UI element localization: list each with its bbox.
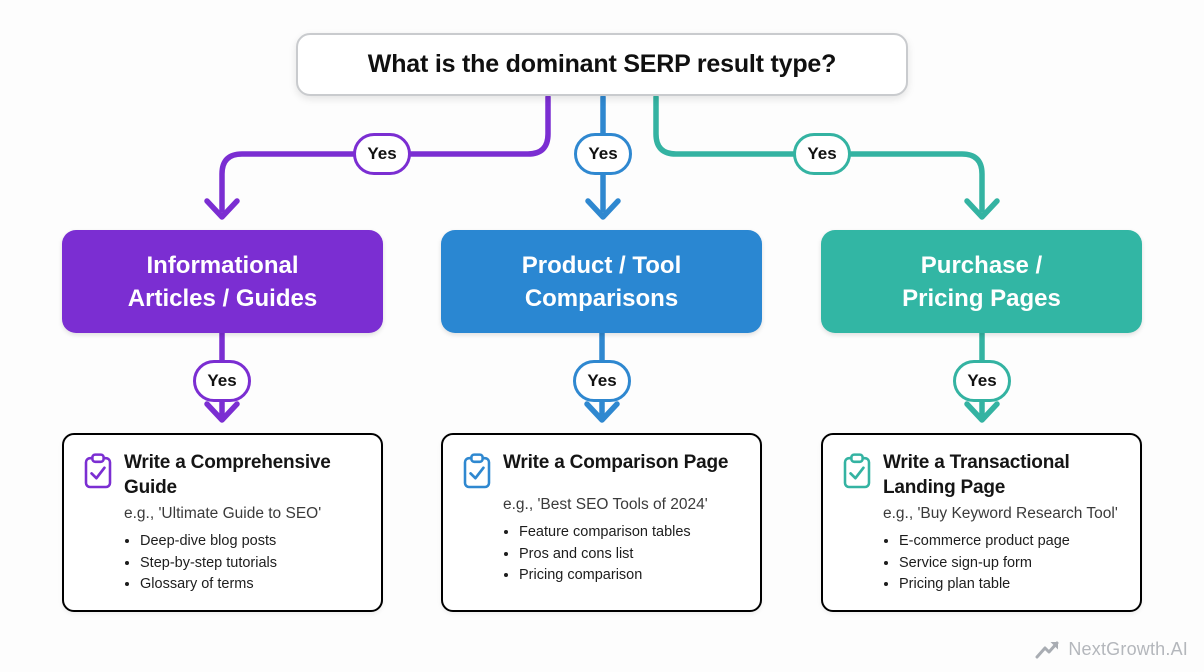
arrowhead-teal-top (964, 198, 1000, 220)
question-text: What is the dominant SERP result type? (367, 50, 837, 78)
card-transactional-landing: Write a Transactional Landing Page e.g.,… (821, 433, 1142, 612)
arrowhead-purple-top (204, 198, 240, 220)
card-bullet: Pricing plan table (899, 574, 1122, 596)
card-comprehensive-guide: Write a Comprehensive Guide e.g., 'Ultim… (62, 433, 383, 612)
yes-pill-blue-top: Yes (574, 133, 632, 175)
card-bullet: Pricing comparison (519, 565, 742, 587)
yes-pill-blue-bottom: Yes (573, 360, 631, 402)
yes-pill-purple-bottom: Yes (193, 360, 251, 402)
category-line: Comparisons (524, 284, 679, 312)
yes-label: Yes (587, 371, 617, 390)
clipboard-check-icon (463, 453, 491, 489)
clipboard-check-icon (843, 453, 871, 489)
yes-pill-teal-bottom: Yes (953, 360, 1011, 402)
card-example: e.g., 'Ultimate Guide to SEO' (124, 505, 322, 522)
card-title: Write a Comprehensive Guide (124, 452, 331, 498)
yes-label: Yes (367, 144, 397, 163)
card-title: Write a Transactional Landing Page (883, 452, 1070, 498)
yes-label: Yes (207, 371, 237, 390)
card-bullet-list: Deep-dive blog posts Step-by-step tutori… (124, 531, 363, 596)
yes-pill-teal-top: Yes (793, 133, 851, 175)
category-comparisons: Product / Tool Comparisons (441, 230, 762, 333)
card-bullet: Glossary of terms (140, 574, 363, 596)
card-example: e.g., 'Buy Keyword Research Tool' (883, 505, 1118, 522)
card-comparison-page: Write a Comparison Page e.g., 'Best SEO … (441, 433, 762, 612)
card-bullet: Pros and cons list (519, 544, 742, 566)
category-line: Informational (146, 251, 299, 279)
yes-label: Yes (967, 371, 997, 390)
card-bullet: Service sign-up form (899, 553, 1122, 575)
category-informational: Informational Articles / Guides (62, 230, 383, 333)
card-bullet: Deep-dive blog posts (140, 531, 363, 553)
trending-up-icon (1035, 641, 1059, 658)
footer-brand-text: NextGrowth.AI (1068, 639, 1188, 659)
card-header: Write a Comprehensive Guide (82, 450, 363, 500)
arrowhead-purple-bottom (204, 401, 240, 423)
category-line: Articles / Guides (127, 284, 318, 312)
arrowhead-teal-bottom (964, 401, 1000, 423)
category-line: Purchase / (920, 251, 1043, 279)
card-title: Write a Comparison Page (503, 452, 729, 473)
footer-brand: NextGrowth.AI (1035, 639, 1188, 660)
card-bullet-list: E-commerce product page Service sign-up … (883, 531, 1122, 596)
category-transactional: Purchase / Pricing Pages (821, 230, 1142, 333)
card-bullet: E-commerce product page (899, 531, 1122, 553)
card-header: Write a Transactional Landing Page (841, 450, 1122, 500)
card-bullet: Feature comparison tables (519, 522, 742, 544)
card-bullet-list: Feature comparison tables Pros and cons … (503, 522, 742, 587)
question-node: What is the dominant SERP result type? (296, 33, 908, 96)
yes-label: Yes (588, 144, 618, 163)
card-header: Write a Comparison Page (461, 450, 742, 491)
clipboard-check-icon (84, 453, 112, 489)
card-example: e.g., 'Best SEO Tools of 2024' (503, 496, 708, 513)
yes-pill-purple-top: Yes (353, 133, 411, 175)
card-bullet: Step-by-step tutorials (140, 553, 363, 575)
category-line: Product / Tool (521, 251, 682, 279)
arrowhead-blue-bottom (584, 401, 620, 423)
category-line: Pricing Pages (902, 284, 1061, 312)
arrowhead-blue-top (585, 198, 621, 220)
yes-label: Yes (807, 144, 837, 163)
